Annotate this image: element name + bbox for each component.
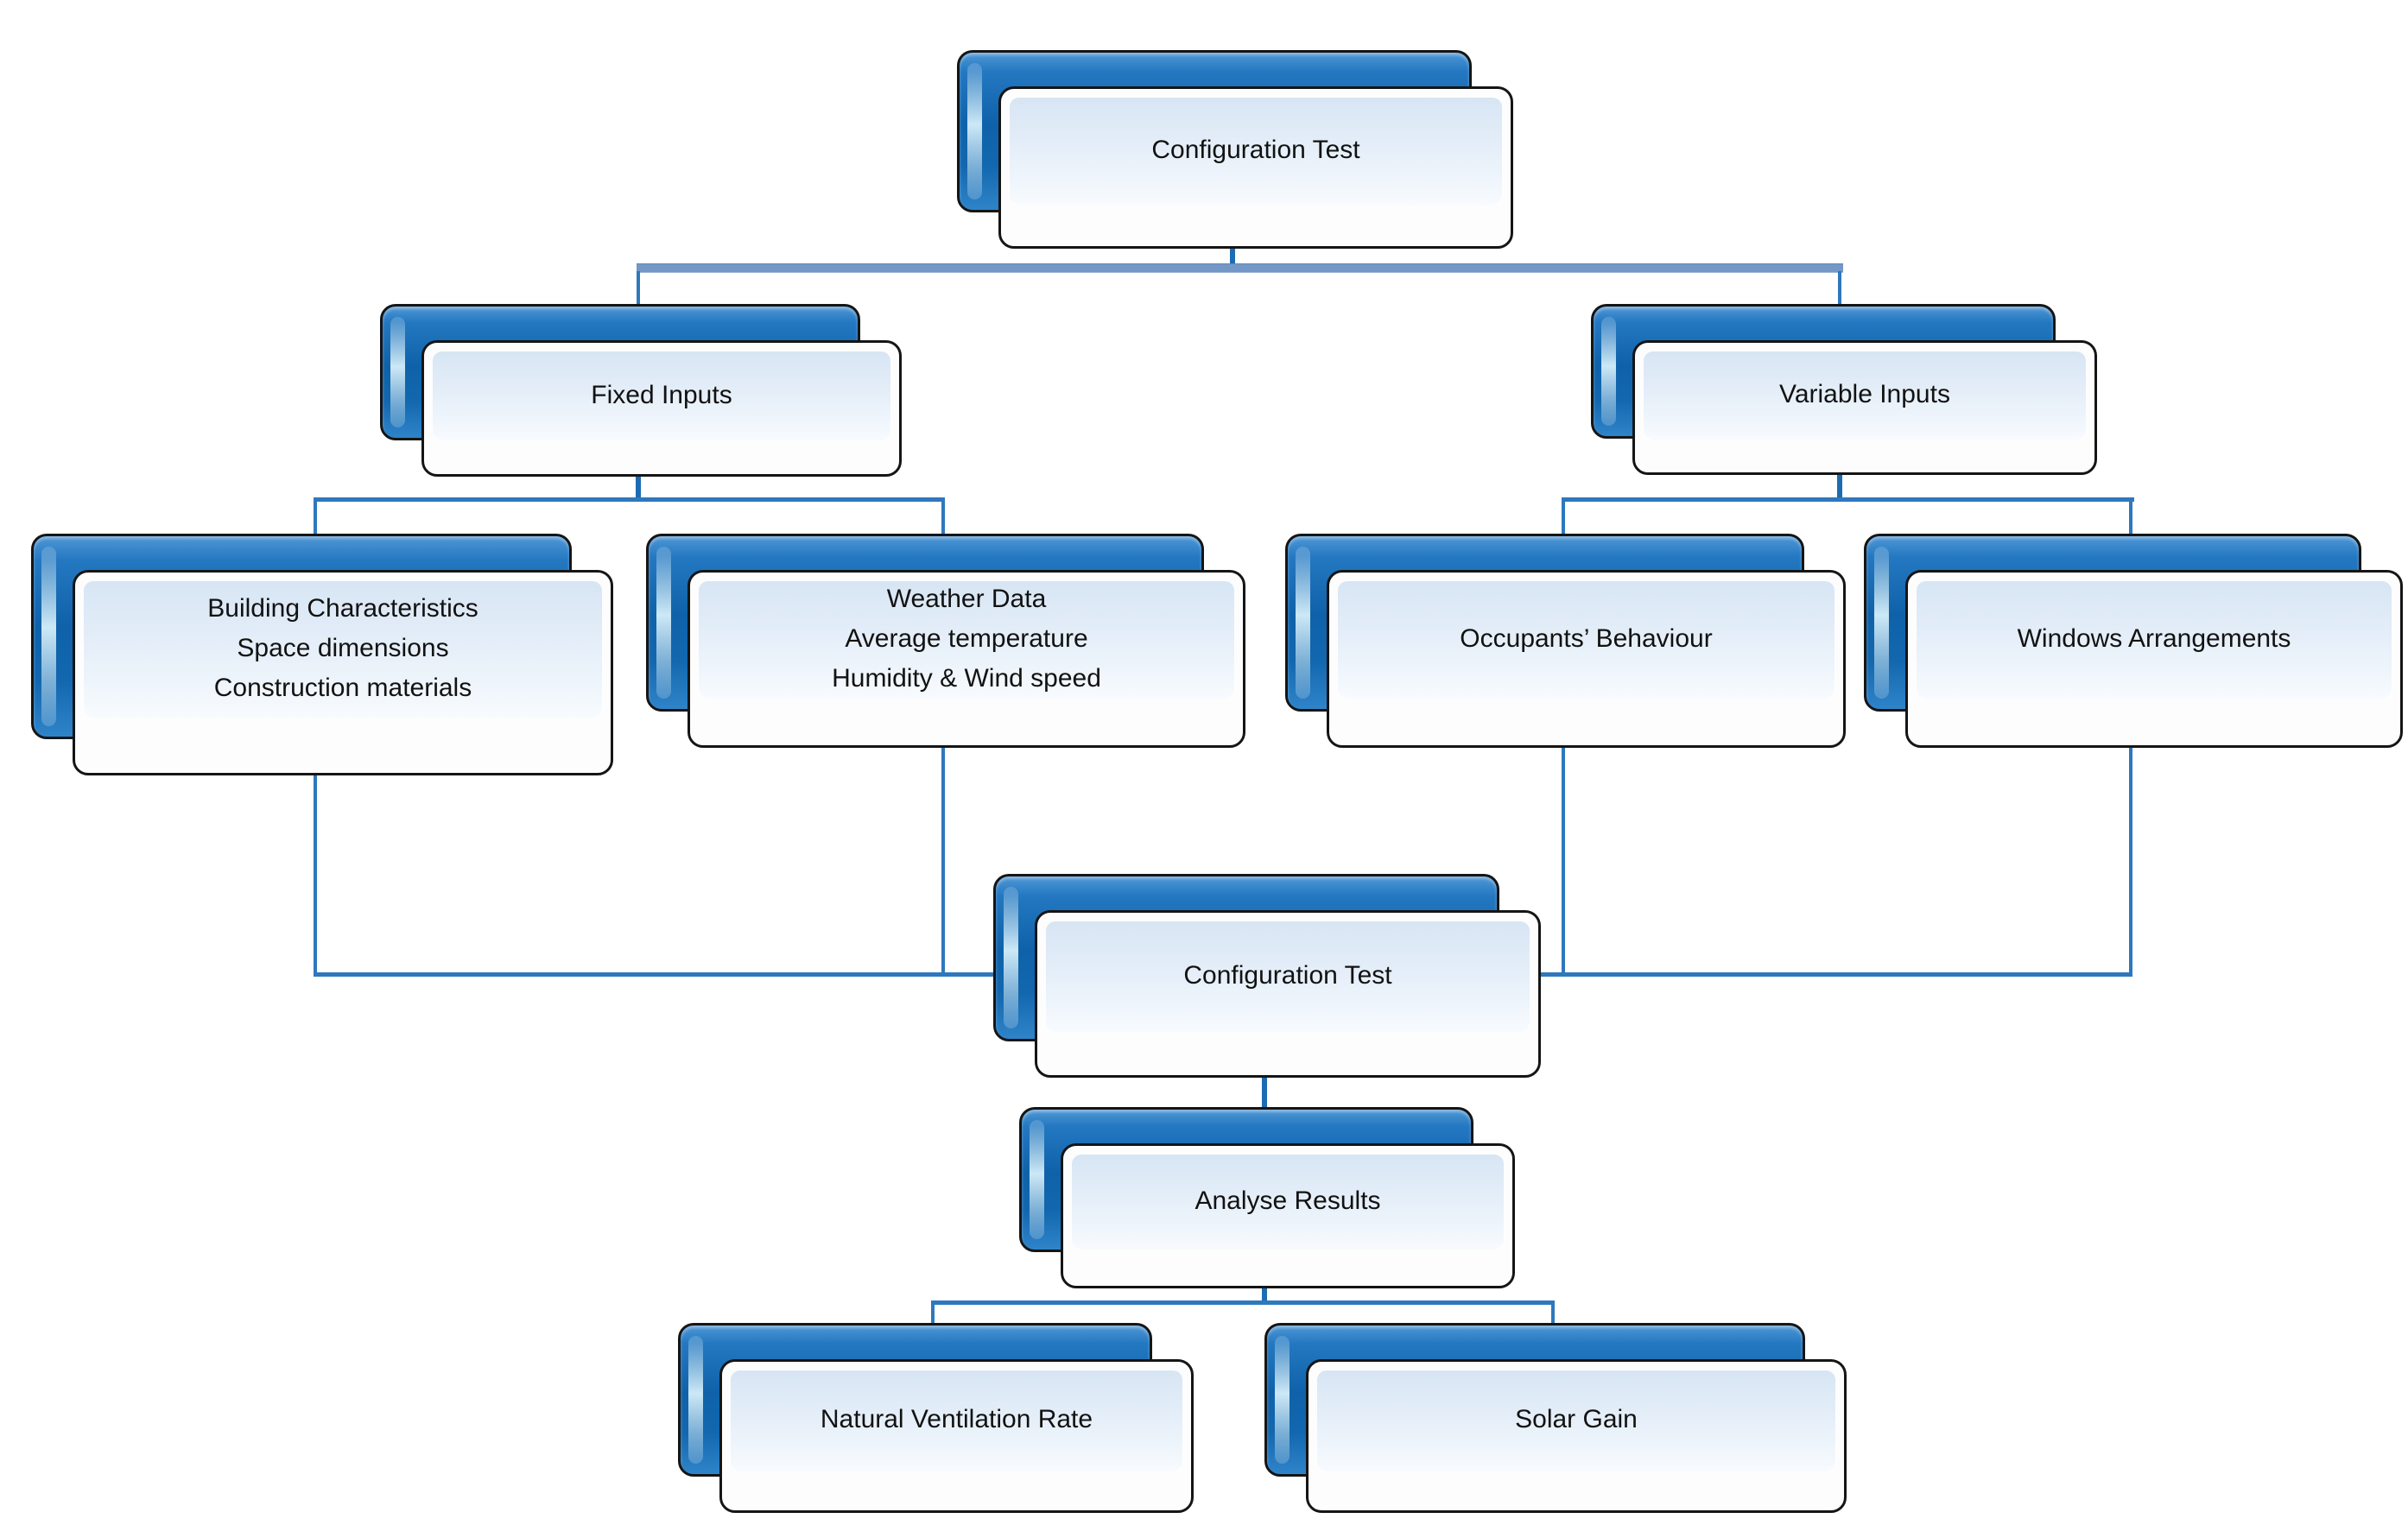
node-variable-inputs-label: Variable Inputs [1779, 380, 1950, 408]
node-variable-inputs: Variable Inputs [1632, 340, 2097, 475]
connector-top-horizontal [637, 263, 1843, 273]
connector-variable-horizontal [1562, 497, 2134, 502]
node-solar-gain-label: Solar Gain [1515, 1405, 1638, 1434]
connector-mid-to-analyse [1262, 1073, 1267, 1109]
connector-fixed-horizontal [314, 497, 945, 502]
connector-drop-fixed [637, 271, 640, 306]
connector-drop-ventilation [931, 1300, 935, 1325]
connector-windows-to-mid [2129, 743, 2132, 974]
node-occupants-behaviour-label: Occupants’ Behaviour [1460, 624, 1713, 653]
node-windows-arrangements-label: Windows Arrangements [2017, 624, 2291, 653]
node-configuration-test-top: Configuration Test [998, 86, 1513, 249]
connector-occupants-to-mid [1562, 743, 1565, 974]
node-weather-data: Weather Data Average temperature Humidit… [688, 570, 1245, 748]
connector-weather-to-mid [941, 743, 945, 974]
connector-mid-right-horizontal [1530, 972, 2132, 977]
node-windows-arrangements: Windows Arrangements [1905, 570, 2403, 748]
connector-fixed-stub [636, 471, 641, 499]
connector-drop-weather [941, 497, 945, 535]
node-natural-ventilation-rate: Natural Ventilation Rate [719, 1359, 1194, 1513]
node-building-characteristics-label: Building Characteristics Space dimension… [207, 593, 478, 702]
connector-drop-building [314, 497, 317, 535]
node-building-characteristics: Building Characteristics Space dimension… [73, 570, 613, 775]
connector-drop-solar [1551, 1300, 1555, 1325]
node-analyse-results: Analyse Results [1061, 1143, 1515, 1288]
connector-mid-left-horizontal [314, 972, 1042, 977]
node-fixed-inputs: Fixed Inputs [421, 340, 902, 477]
node-weather-data-label: Weather Data Average temperature Humidit… [832, 585, 1101, 693]
connector-top-stub [1230, 244, 1235, 266]
node-analyse-results-label: Analyse Results [1194, 1186, 1381, 1216]
connector-drop-variable [1838, 271, 1841, 306]
connector-analyse-horizontal [931, 1300, 1555, 1305]
connector-analyse-stub [1262, 1283, 1267, 1304]
node-natural-ventilation-rate-label: Natural Ventilation Rate [820, 1405, 1093, 1434]
node-solar-gain: Solar Gain [1306, 1359, 1847, 1513]
node-occupants-behaviour: Occupants’ Behaviour [1327, 570, 1846, 748]
connector-drop-windows [2129, 497, 2132, 535]
connector-building-to-mid [314, 770, 317, 974]
connector-drop-occupants [1562, 497, 1565, 535]
connector-variable-stub [1837, 470, 1842, 499]
node-configuration-test-mid: Configuration Test [1035, 910, 1541, 1078]
node-configuration-test-top-label: Configuration Test [1151, 135, 1360, 164]
node-configuration-test-mid-label: Configuration Test [1183, 960, 1392, 990]
node-fixed-inputs-label: Fixed Inputs [591, 380, 732, 409]
